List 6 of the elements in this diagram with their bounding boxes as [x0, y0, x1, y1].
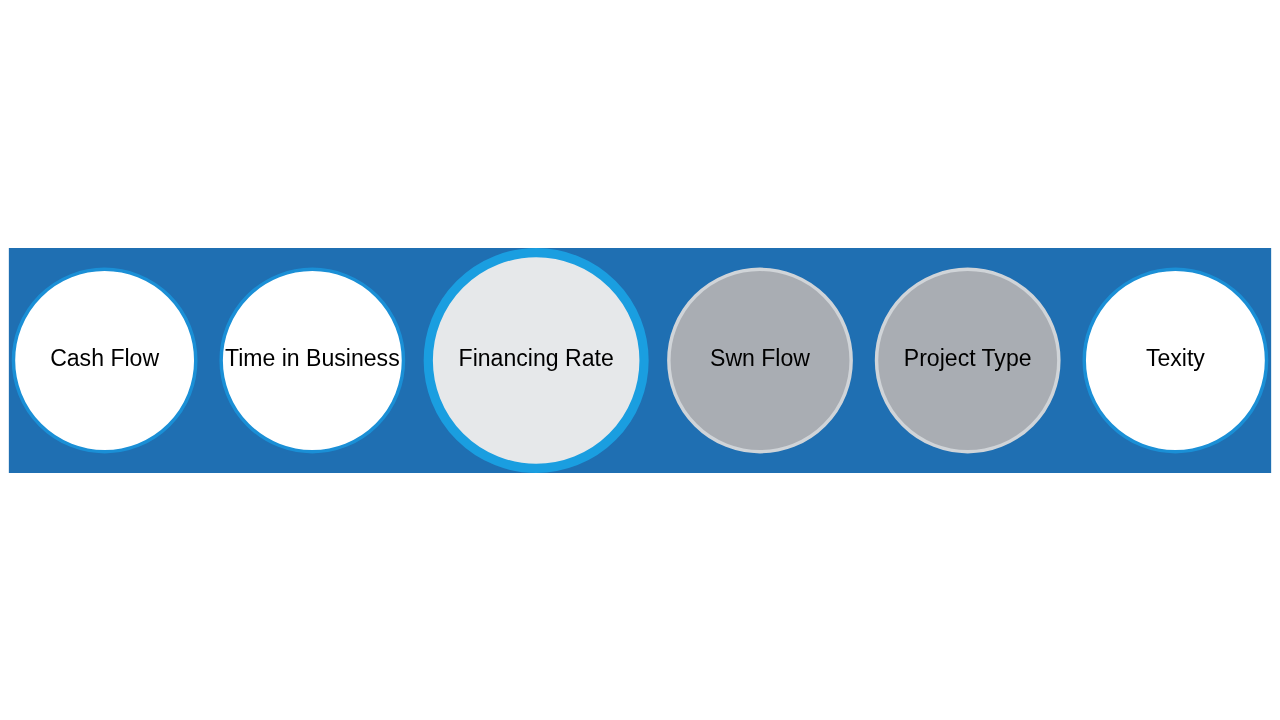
node-circle: Time in Business	[219, 267, 406, 453]
node-circle: Cash Flow	[11, 267, 198, 453]
node-circle: Financing Rate	[423, 247, 649, 473]
node-circle: Texity	[1082, 267, 1269, 453]
node-circle: Project Type	[874, 267, 1061, 453]
node-circle: Swn Flow	[667, 267, 853, 453]
